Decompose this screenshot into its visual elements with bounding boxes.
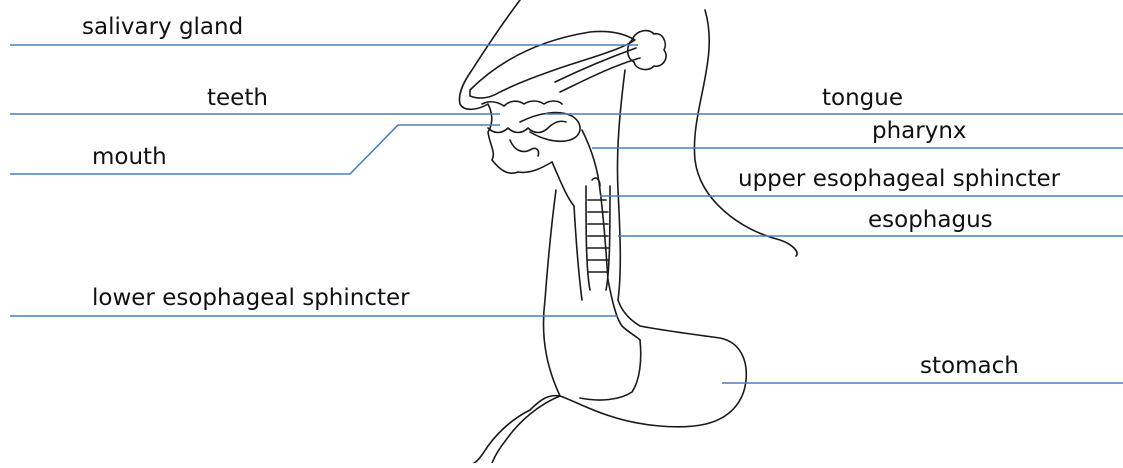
- back-of-head-outline: [694, 10, 797, 256]
- label-mouth: mouth: [92, 146, 167, 169]
- stomach-shape: [530, 326, 746, 427]
- label-teeth: teeth: [207, 87, 268, 110]
- label-pharynx: pharynx: [872, 120, 967, 143]
- upper-teeth: [482, 101, 562, 106]
- label-lower-esophageal-sphincter: lower esophageal sphincter: [92, 287, 410, 310]
- label-stomach: stomach: [920, 355, 1019, 378]
- lower-teeth: [488, 121, 566, 132]
- label-esophagus: esophagus: [868, 209, 993, 232]
- label-upper-esophageal-sphincter: upper esophageal sphincter: [738, 168, 1060, 191]
- torso-outline: [543, 190, 560, 396]
- neck-back-outline: [617, 70, 625, 300]
- salivary-gland-shape: [628, 31, 666, 70]
- jaw-outline: [510, 140, 552, 172]
- trachea: [586, 178, 610, 290]
- nasal-cavity-outline: [470, 31, 635, 98]
- label-salivary-gland: salivary gland: [82, 16, 243, 39]
- label-tongue: tongue: [822, 87, 903, 110]
- salivary-duct: [555, 48, 640, 92]
- duodenum-outline: [474, 396, 560, 463]
- esophagus-tube: [608, 280, 640, 340]
- throat-front-outline: [552, 162, 582, 300]
- leader-mouth: [10, 125, 500, 174]
